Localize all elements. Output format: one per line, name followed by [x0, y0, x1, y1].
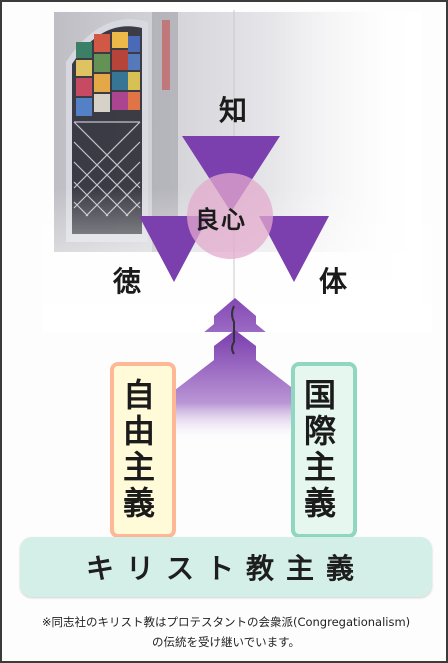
internationalism-text: 国際主義	[299, 378, 337, 522]
liberalism-text: 自由主義	[118, 378, 156, 522]
label-virtue: 徳	[113, 265, 142, 298]
label-body: 体	[319, 265, 348, 298]
internationalism-box: 国際主義	[291, 362, 357, 538]
label-knowledge: 知	[219, 94, 248, 127]
christianity-text: キリスト教主義	[85, 552, 366, 585]
christianity-band: キリスト教主義	[20, 537, 432, 597]
footnote-line-2: の伝統を受け継いでいます。	[151, 635, 300, 649]
footnote-line-1: ※同志社のキリスト教はプロテスタントの会衆派(Congregationalism…	[41, 615, 411, 629]
label-conscience: 良心	[195, 205, 247, 234]
upward-arrow	[175, 305, 295, 442]
liberalism-box: 自由主義	[110, 362, 176, 538]
stained-glass-illustration	[42, 10, 432, 332]
